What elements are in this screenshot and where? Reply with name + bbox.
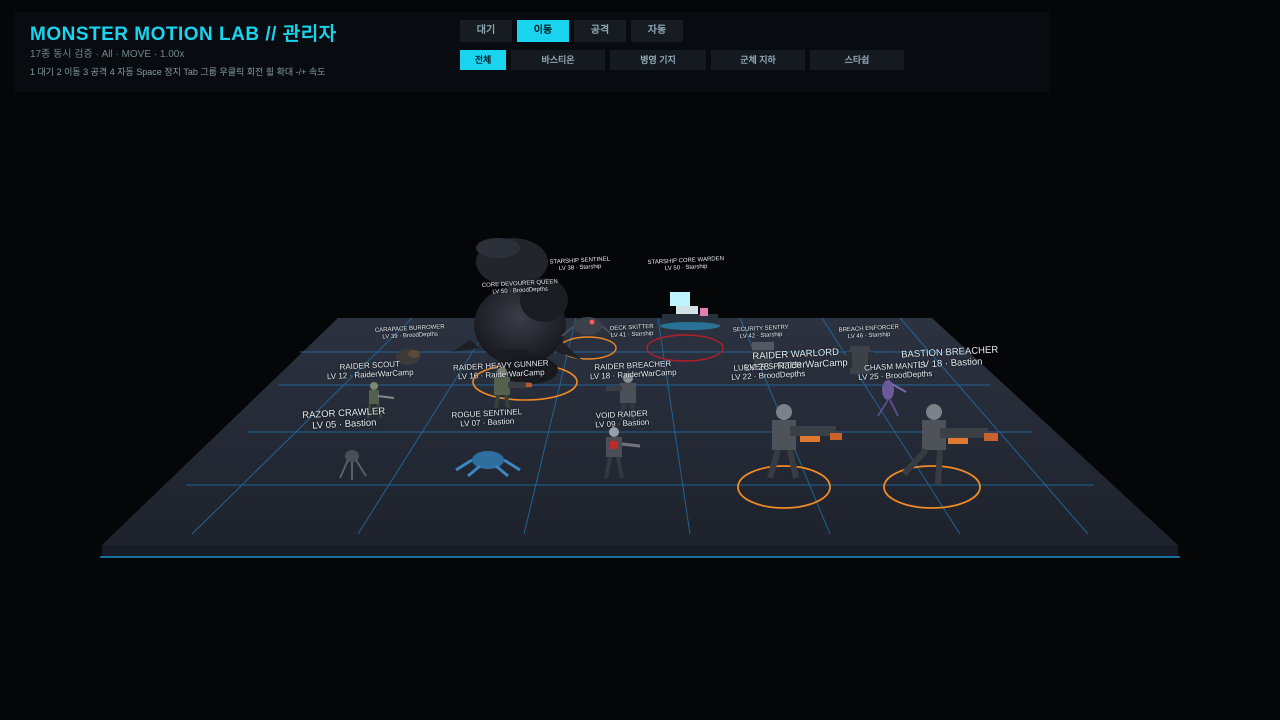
chasm-mantis-model[interactable] <box>877 380 907 417</box>
tab-attack[interactable]: 공격 <box>574 20 626 42</box>
breach-enforcer-model[interactable] <box>846 346 874 374</box>
selection-ring <box>883 465 981 509</box>
raider-warlord-model[interactable] <box>767 404 842 479</box>
tab-auto[interactable]: 자동 <box>631 20 683 42</box>
deck-skitter-model[interactable] <box>561 317 615 337</box>
alert-ring <box>646 334 724 362</box>
group-bastion[interactable]: 바스티온 <box>511 50 605 70</box>
selection-ring <box>737 465 831 509</box>
status-line: 17종 동시 검증 · All · MOVE · 1.00x <box>30 49 185 60</box>
group-raider-camp[interactable]: 병영 기지 <box>610 50 706 70</box>
raider-scout-model[interactable] <box>366 382 395 419</box>
razor-crawler-model[interactable] <box>339 450 367 480</box>
hotkey-hints: 1 대기 2 이동 3 공격 4 자동 Space 정지 Tab 그룹 우클릭 … <box>30 67 326 77</box>
rogue-sentinel-model[interactable] <box>455 451 521 478</box>
core-devourer-queen-model[interactable] <box>452 238 582 384</box>
security-sentry-model[interactable] <box>752 342 774 370</box>
void-raider-model[interactable] <box>604 427 641 479</box>
carapace-burrower-model[interactable] <box>396 349 420 365</box>
bastion-breacher-model[interactable] <box>901 404 998 485</box>
raider-heavy-gunner-model[interactable] <box>494 367 532 409</box>
group-brood-depths[interactable]: 군체 지하 <box>711 50 805 70</box>
group-starship[interactable]: 스타쉽 <box>810 50 904 70</box>
tab-idle[interactable]: 대기 <box>460 20 512 42</box>
page-title: MONSTER MOTION LAB // 관리자 <box>30 24 337 42</box>
raider-breacher-model[interactable] <box>606 373 636 421</box>
tab-move[interactable]: 이동 <box>517 20 569 42</box>
arena-floor <box>100 318 1180 558</box>
group-all[interactable]: 전체 <box>460 50 506 70</box>
starship-core-warden-model[interactable] <box>660 292 720 330</box>
hud-panel: MONSTER MOTION LAB // 관리자 17종 동시 검증 · Al… <box>14 12 1050 92</box>
